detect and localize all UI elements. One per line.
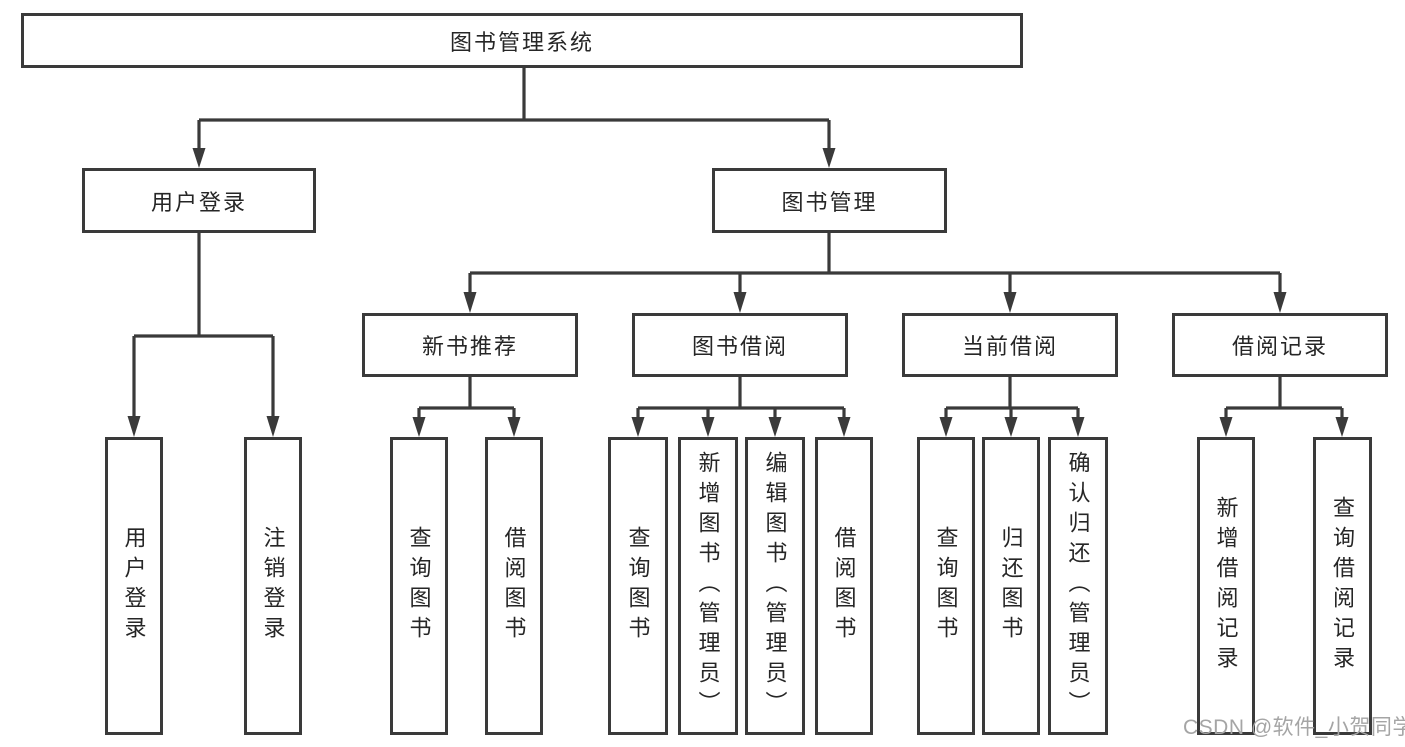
arrowhead-icon	[701, 417, 715, 437]
node-root: 图书管理系统	[21, 13, 1023, 68]
arrowhead-icon	[507, 417, 521, 437]
node-new-book-rec: 新书推荐	[362, 313, 578, 377]
connector-bookmgmt-stem-bus	[470, 233, 1280, 275]
connector-root-stem-bus	[199, 68, 829, 122]
leaf-record-add: 新增借阅记录	[1197, 437, 1255, 735]
leaf-bookborrow-borrow: 借阅图书	[815, 437, 873, 735]
arrowhead-icon	[822, 148, 836, 168]
connector-borrowrecord-stem-bus	[1226, 377, 1342, 410]
arrowhead-icon	[837, 417, 851, 437]
node-book-mgmt: 图书管理	[712, 168, 947, 233]
node-user-login: 用户登录	[82, 168, 316, 233]
node-borrow-record: 借阅记录	[1172, 313, 1388, 377]
leaf-newbook-query: 查询图书	[390, 437, 448, 735]
connector-newbook-stem-bus	[419, 377, 514, 410]
arrowhead-icon	[1219, 417, 1233, 437]
arrowhead-icon	[463, 292, 477, 313]
connector-bookborrow-stem-bus	[638, 377, 844, 410]
node-current-borrow: 当前借阅	[902, 313, 1118, 377]
leaf-record-query: 查询借阅记录	[1313, 437, 1372, 735]
arrowhead-icon	[192, 148, 206, 168]
leaf-newbook-borrow: 借阅图书	[485, 437, 543, 735]
arrowhead-icon	[1071, 417, 1085, 437]
leaf-current-query: 查询图书	[917, 437, 975, 735]
connector-currentborrow-stem-bus	[946, 377, 1078, 410]
watermark: CSDN @软件_小贺同学	[1183, 716, 1405, 739]
leaf-bookborrow-edit: 编辑图书（管理员）	[745, 437, 805, 735]
node-book-borrow: 图书借阅	[632, 313, 848, 377]
arrowhead-icon	[1335, 417, 1349, 437]
arrowhead-icon	[127, 416, 141, 437]
arrowhead-icon	[631, 417, 645, 437]
arrowhead-icon	[1273, 292, 1287, 313]
arrowhead-icon	[412, 417, 426, 437]
arrowhead-icon	[266, 416, 280, 437]
leaf-current-return: 归还图书	[982, 437, 1040, 735]
arrowhead-icon	[1003, 292, 1017, 313]
arrowhead-icon	[939, 417, 953, 437]
leaf-bookborrow-query: 查询图书	[608, 437, 668, 735]
arrowhead-icon	[1004, 417, 1018, 437]
arrowhead-icon	[733, 292, 747, 313]
leaf-logout: 注销登录	[244, 437, 302, 735]
connector-userlogin-stem-bus	[134, 233, 273, 338]
leaf-bookborrow-add: 新增图书（管理员）	[678, 437, 738, 735]
leaf-user-login: 用户登录	[105, 437, 163, 735]
arrowhead-icon	[768, 417, 782, 437]
leaf-current-confirm: 确认归还（管理员）	[1048, 437, 1108, 735]
